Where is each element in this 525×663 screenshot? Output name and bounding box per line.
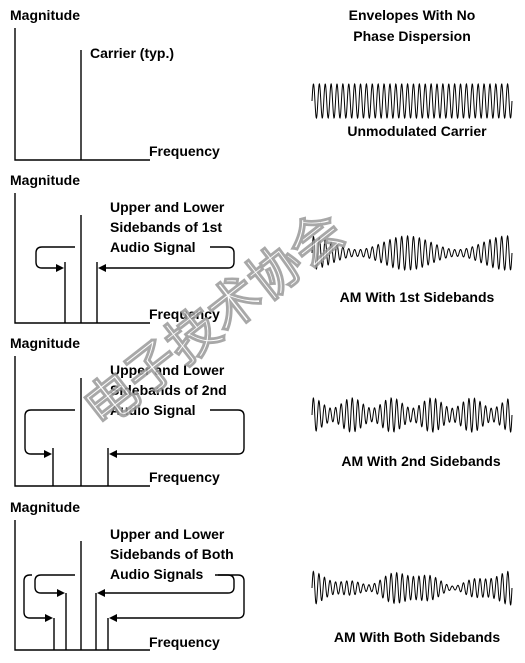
frequency-label-1: Frequency bbox=[149, 143, 220, 159]
callout-right-2 bbox=[104, 246, 235, 269]
sideband-label-4-line-1: Upper and Lower bbox=[110, 526, 225, 542]
sideband-label-4-line-3: Audio Signals bbox=[110, 566, 204, 582]
carrier-label: Carrier (typ.) bbox=[90, 45, 174, 61]
spectrum-panel-4: Magnitude Upper and Lower Sidebands of B… bbox=[10, 499, 245, 651]
sideband-label-2-line-3: Audio Signal bbox=[110, 239, 196, 255]
am-2nd-sidebands-waveform bbox=[311, 396, 513, 434]
arrowhead-left-3 bbox=[44, 450, 52, 458]
axes-4 bbox=[14, 520, 150, 651]
arrowhead-outer-right-4 bbox=[109, 614, 117, 622]
arrowhead-right-3 bbox=[109, 450, 117, 458]
arrowhead-left-2 bbox=[56, 264, 64, 272]
callout-left-3 bbox=[24, 409, 75, 455]
callout-inner-left-4 bbox=[34, 574, 75, 594]
sideband-label-2-line-1: Upper and Lower bbox=[110, 199, 225, 215]
caption-am-2nd-sidebands: AM With 2nd Sidebands bbox=[341, 453, 501, 469]
am-1st-sidebands-waveform bbox=[311, 234, 513, 272]
callout-right-3 bbox=[115, 409, 245, 455]
arrowhead-inner-right-4 bbox=[97, 589, 105, 597]
spectrum-panel-2: Magnitude Upper and Lower Sidebands of 1… bbox=[10, 172, 235, 324]
magnitude-label-2: Magnitude bbox=[10, 172, 80, 188]
magnitude-label-1: Magnitude bbox=[10, 7, 80, 23]
frequency-label-4: Frequency bbox=[149, 634, 220, 650]
header-line-1: Envelopes With No bbox=[349, 7, 476, 23]
sideband-label-3-line-1: Upper and Lower bbox=[110, 362, 225, 378]
sideband-label-3-line-2: Sidebands of 2nd bbox=[110, 382, 227, 398]
arrowhead-outer-left-4 bbox=[45, 614, 53, 622]
spectrum-panel-3: Magnitude Upper and Lower Sidebands of 2… bbox=[10, 335, 245, 487]
unmodulated-carrier-waveform bbox=[311, 82, 513, 120]
axes-3 bbox=[14, 356, 150, 487]
callout-outer-right-4 bbox=[115, 574, 245, 619]
axes-1 bbox=[14, 28, 150, 161]
spectrum-panel-1: Magnitude Carrier (typ.) Frequency bbox=[10, 7, 220, 161]
sideband-label-2-line-2: Sidebands of 1st bbox=[110, 219, 222, 235]
magnitude-label-4: Magnitude bbox=[10, 499, 80, 515]
frequency-label-3: Frequency bbox=[149, 469, 220, 485]
callout-outer-left-4 bbox=[23, 574, 47, 619]
caption-unmodulated-carrier: Unmodulated Carrier bbox=[347, 123, 487, 139]
axes-2 bbox=[14, 193, 150, 324]
callout-left-2 bbox=[35, 246, 75, 269]
arrowhead-inner-left-4 bbox=[57, 589, 65, 597]
arrowhead-right-2 bbox=[98, 264, 106, 272]
am-both-sidebands-waveform bbox=[311, 570, 513, 606]
header-line-2: Phase Dispersion bbox=[353, 28, 471, 44]
frequency-label-2: Frequency bbox=[149, 306, 220, 322]
sideband-label-3-line-3: Audio Signal bbox=[110, 402, 196, 418]
caption-am-both-sidebands: AM With Both Sidebands bbox=[334, 629, 501, 645]
magnitude-label-3: Magnitude bbox=[10, 335, 80, 351]
sideband-label-4-line-2: Sidebands of Both bbox=[110, 546, 234, 562]
caption-am-1st-sidebands: AM With 1st Sidebands bbox=[340, 289, 495, 305]
